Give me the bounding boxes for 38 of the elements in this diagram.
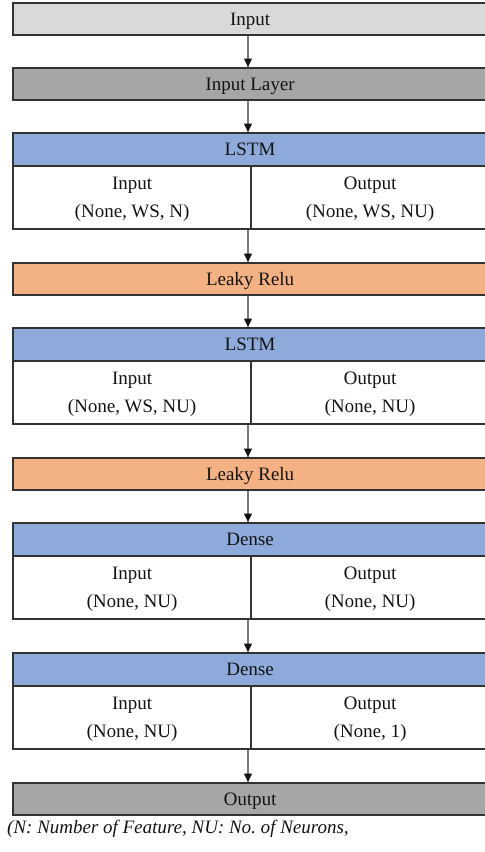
layer-block — [12, 132, 485, 230]
arrow — [244, 296, 252, 327]
shape-label: (None, NU) — [324, 590, 416, 614]
direction-label: Output — [342, 172, 398, 196]
shape-label: (None, WS, NU) — [66, 395, 198, 419]
direction-label: Input — [110, 562, 154, 586]
layer-header: Dense — [14, 524, 485, 557]
direction-label: Input — [110, 692, 154, 716]
shape-label: (None, WS, NU) — [304, 200, 436, 224]
shape-label: (None, NU) — [86, 590, 178, 614]
shape-label: (None, WS, N) — [74, 200, 190, 224]
direction-label: Output — [342, 692, 398, 716]
layer-box: Input Layer — [12, 67, 485, 101]
layer-block — [12, 522, 485, 620]
shape-label: (None, NU) — [324, 395, 416, 419]
layer-header: LSTM — [14, 329, 485, 362]
layer-header: Dense — [14, 654, 485, 687]
layer-header: LSTM — [14, 134, 485, 167]
shape-label: (None, NU) — [86, 720, 178, 744]
direction-label: Output — [342, 562, 398, 586]
layer-block — [12, 652, 485, 750]
shape-label: (None, 1) — [332, 720, 408, 744]
layer-box: Leaky Relu — [12, 457, 485, 491]
layer-box: Leaky Relu — [12, 262, 485, 296]
arrow — [244, 620, 252, 652]
direction-label: Input — [110, 172, 154, 196]
direction-label: Output — [342, 367, 398, 391]
arrow — [244, 101, 252, 132]
arrow — [244, 425, 252, 457]
arrow — [244, 750, 252, 782]
layer-box: Input — [12, 2, 485, 36]
arrow — [244, 230, 252, 262]
direction-label: Input — [110, 367, 154, 391]
layer-box: Output — [12, 782, 485, 816]
caption: (N: Number of Feature, NU: No. of Neurons, — [7, 816, 349, 840]
arrow — [244, 491, 252, 522]
layer-block — [12, 327, 485, 425]
arrow — [244, 36, 252, 67]
